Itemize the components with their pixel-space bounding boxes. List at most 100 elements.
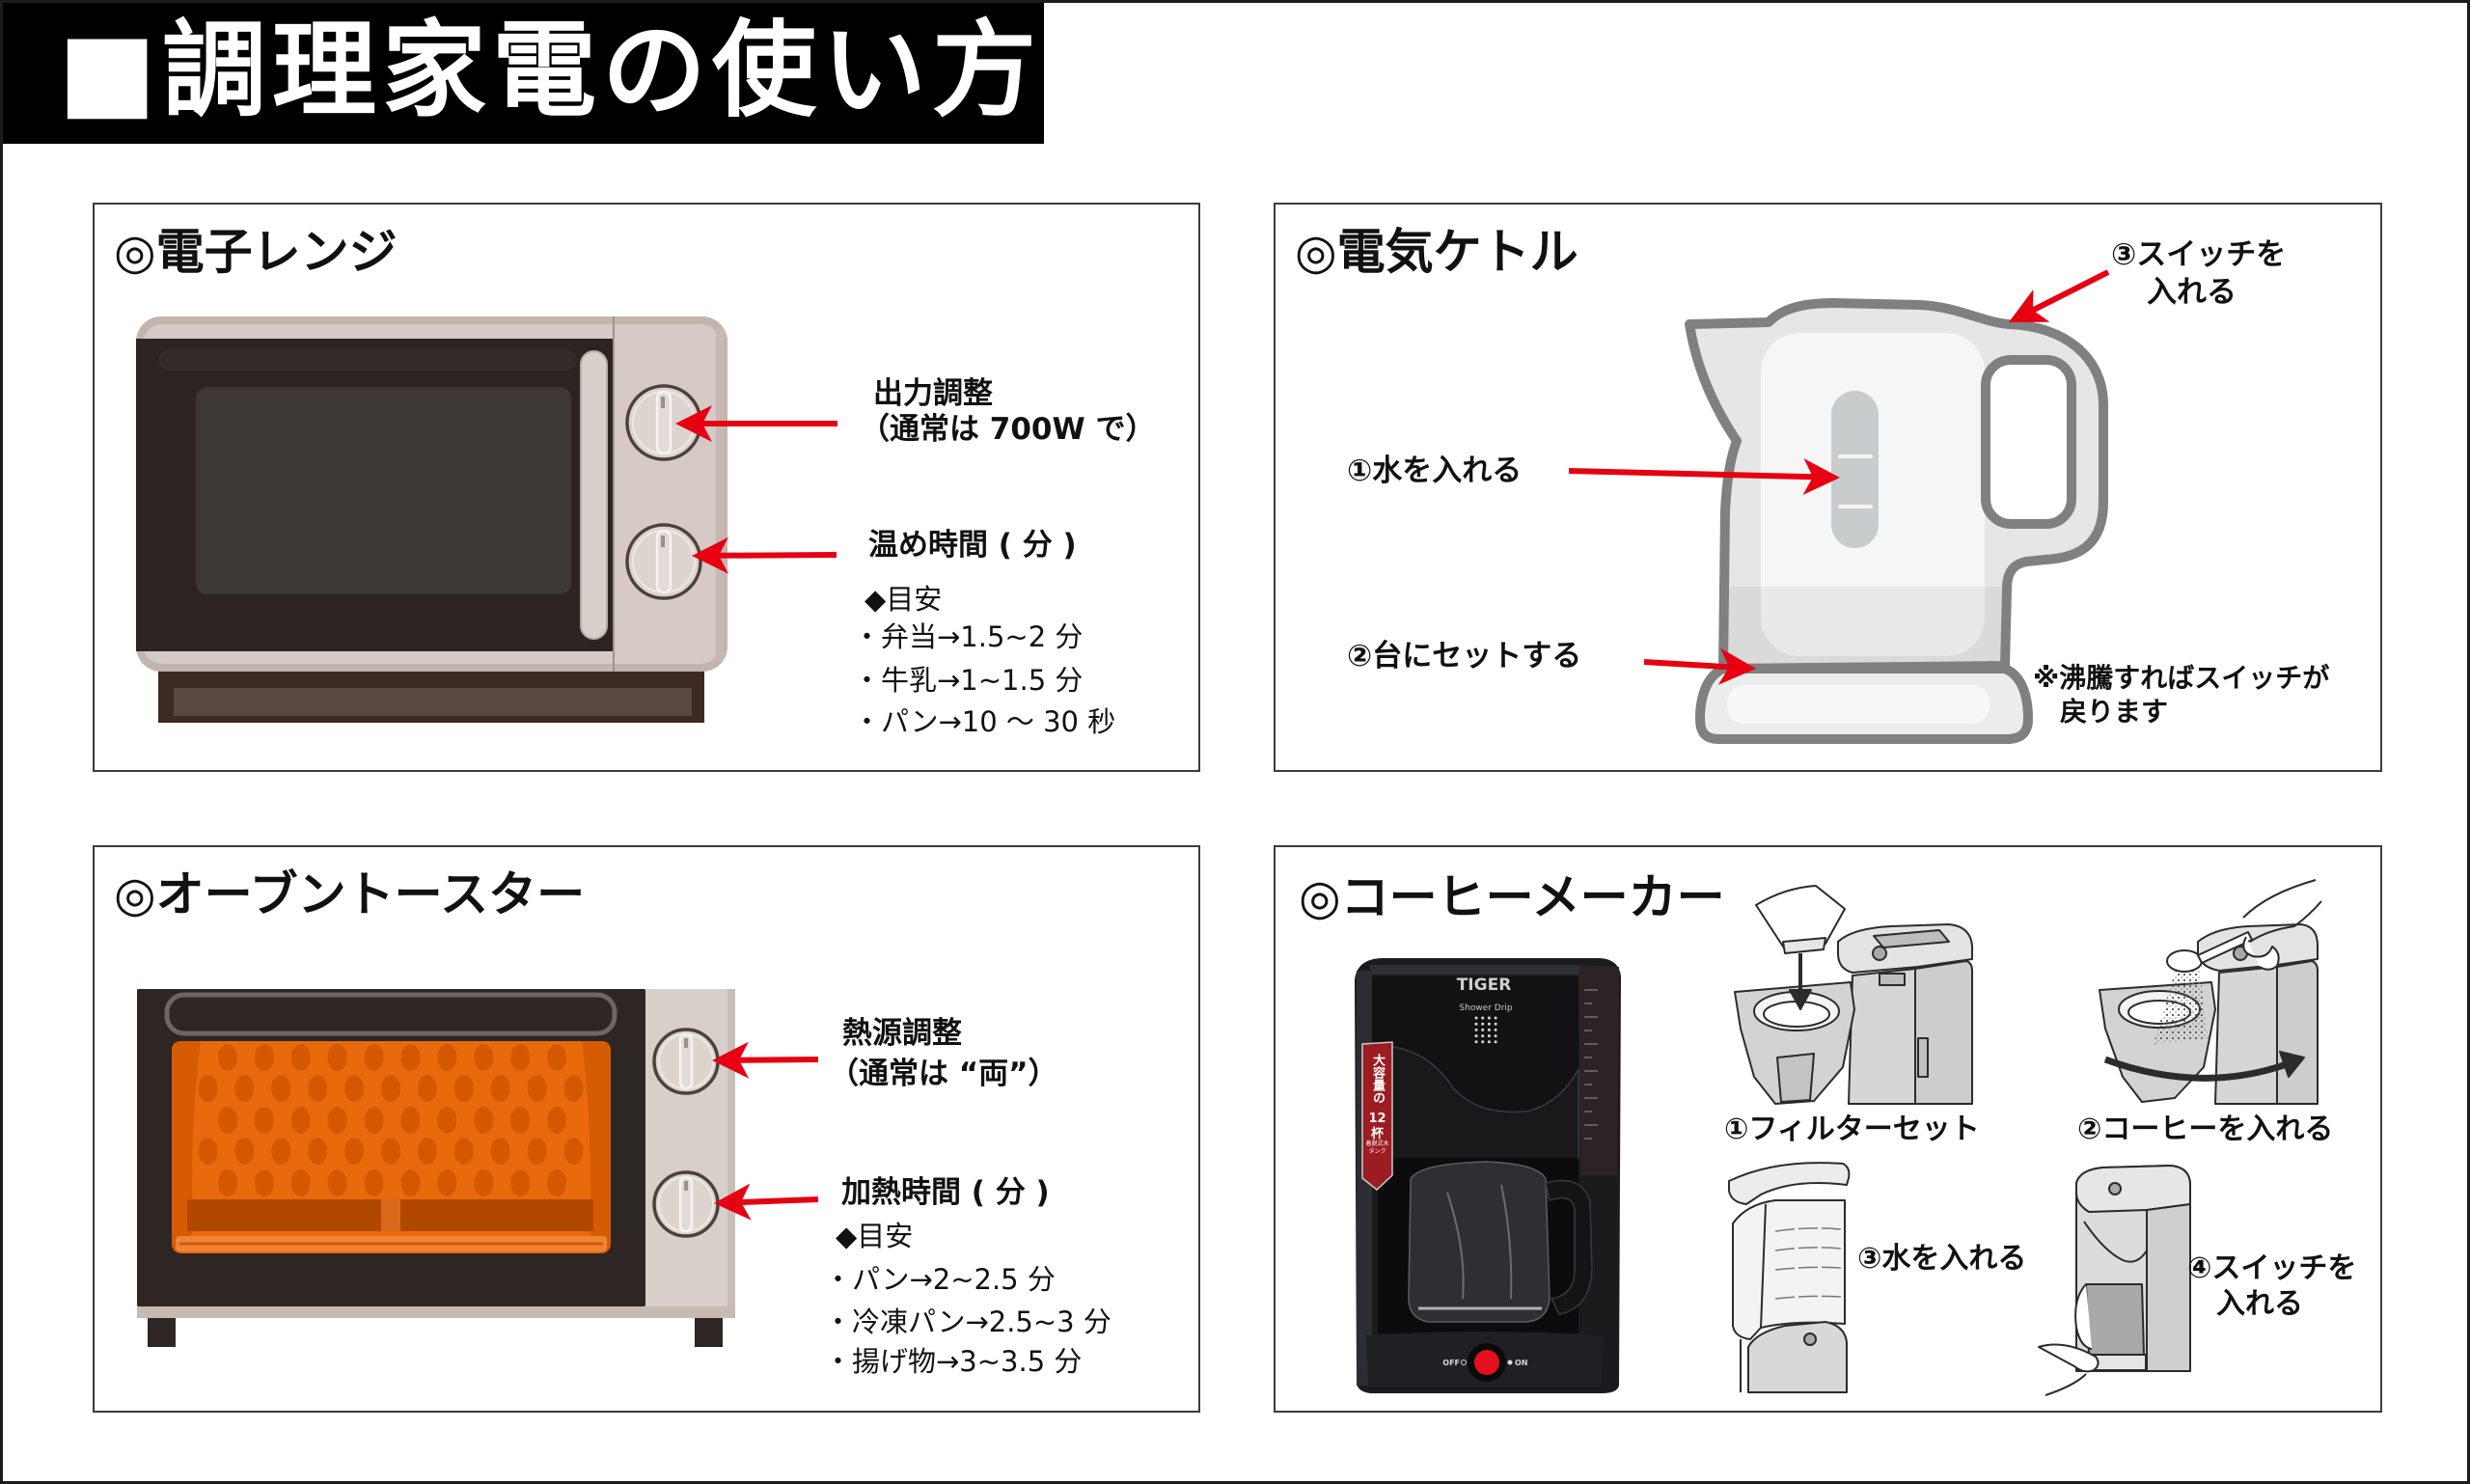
heating-dot [474, 1044, 494, 1071]
step3-water-illustration [1728, 1162, 1851, 1393]
heating-dot [490, 1075, 510, 1102]
toaster-timer-knob [652, 1170, 720, 1238]
kettle-step-2: ②台にセットする [1347, 639, 1582, 673]
heating-dot [327, 1044, 347, 1071]
heat-heading: 熱源調整 [842, 1016, 962, 1051]
kettle-note-line2: 戻ります [2060, 696, 2169, 728]
toaster-bottom-strip [137, 1306, 735, 1318]
timer-knob [625, 523, 702, 600]
heating-dot [417, 1075, 437, 1102]
microwave-door-handle [580, 350, 608, 640]
panel-microwave: ◎電子レンジ 出力調整 （通常は 700W で） 温め時間 ( 分 ) ◆目安 … [93, 203, 1200, 772]
shower-hole [1487, 1028, 1491, 1031]
heating-dot [400, 1169, 421, 1196]
tank-scale [1584, 989, 1598, 1140]
machine-top-cap [1370, 965, 1580, 975]
shower-hole [1487, 1022, 1491, 1026]
heating-dot [364, 1107, 384, 1134]
heating-dot [510, 1107, 531, 1134]
step1-filter-illustration [1734, 885, 1973, 1105]
heating-dot [527, 1138, 547, 1165]
heating-dot [563, 1075, 584, 1102]
arrow-shaft [738, 1057, 819, 1063]
coffee-step-2: ②コーヒーを入れる [2077, 1113, 2334, 1146]
guide-item: ・冷凍パン→2.5~3 分 [824, 1305, 1112, 1338]
heating-dot [437, 1169, 457, 1196]
heating-dot [381, 1138, 400, 1165]
shower-hole [1494, 1034, 1497, 1038]
coffee-art: TIGER Shower Drip OFF ON [1355, 879, 2322, 1396]
brand-logo: TIGER [1457, 976, 1512, 995]
shower-hole [1481, 1040, 1485, 1044]
switch-on-label: ON [1515, 1359, 1528, 1367]
heating-dot [381, 1075, 400, 1102]
heating-dot [254, 1169, 274, 1196]
panel-coffee-maker: TIGER Shower Drip OFF ON [1274, 845, 2382, 1413]
arrow-to-base [1643, 647, 1756, 685]
heating-dot [400, 1107, 421, 1134]
badge-line: 着脱式水タンク [1365, 1140, 1389, 1155]
arrow-head [692, 536, 729, 574]
switch-off-indicator [1461, 1360, 1467, 1365]
shower-hole [1481, 1034, 1485, 1038]
arrow-shaft [1568, 468, 1814, 481]
heating-dot [364, 1169, 384, 1196]
heating-dot [490, 1138, 510, 1165]
heating-dot [271, 1075, 291, 1102]
kettle-body-outline [1685, 298, 2108, 673]
step2-coffee-illustration [2099, 879, 2322, 1105]
model-name: Shower Drip [1459, 1003, 1513, 1013]
bread-slice-left [187, 1199, 381, 1231]
carafe [1408, 1161, 1551, 1323]
heat-note: （通常は “両”） [829, 1057, 1058, 1091]
arrow-head [1717, 647, 1756, 685]
heating-dot [198, 1075, 218, 1102]
heating-dot [437, 1044, 457, 1071]
panel-kettle: ◎電気ケトル ①水を入れる ②台にセットする ③スイッチを 入れる ※沸騰すれば… [1274, 203, 2382, 772]
arrow-to-power-knob [675, 405, 837, 442]
time-heading: 温め時間 ( 分 ) [868, 528, 1077, 563]
coffee-step-1: ①フィルターセット [1724, 1113, 1980, 1146]
switch-off-label: OFF [1442, 1359, 1460, 1367]
arrow-to-timer-knob [692, 536, 837, 574]
arrow-head [2009, 289, 2050, 322]
shower-hole [1474, 1022, 1478, 1026]
arrow-head [714, 1183, 752, 1221]
heating-dot [453, 1138, 474, 1165]
arrow-shaft [2031, 269, 2110, 314]
heating-dot [563, 1138, 584, 1165]
heating-dot [510, 1169, 531, 1196]
carafe-handle [1545, 1179, 1593, 1315]
heating-dot [547, 1169, 567, 1196]
toaster-illustration [137, 989, 735, 1347]
arrow-shaft [718, 552, 837, 559]
heating-dot [234, 1138, 255, 1165]
toaster-art [137, 989, 819, 1347]
arrow-shaft [740, 1196, 819, 1205]
page-title: ■調理家電の使い方 [58, 11, 1043, 131]
arrow-to-toaster-timer [714, 1183, 819, 1221]
kettle-art [1568, 269, 2110, 744]
heating-dot [218, 1107, 237, 1134]
kettle-base-highlight [1727, 685, 1990, 724]
heating-dot [474, 1169, 494, 1196]
power-heading: 出力調整 [873, 376, 993, 411]
heating-dot [547, 1044, 567, 1071]
arrow-head [1802, 458, 1840, 495]
panel-title: ◎電気ケトル [1295, 224, 1578, 280]
guide-item: ・揚げ物→3~3.5 分 [824, 1345, 1083, 1378]
time-heading: 加熱時間 ( 分 ) [841, 1175, 1050, 1210]
heating-dot [198, 1138, 218, 1165]
water-tank [1578, 965, 1619, 1175]
heating-dot [510, 1044, 531, 1071]
heating-dot [527, 1075, 547, 1102]
arrow-to-heat-knob [712, 1041, 819, 1079]
heating-dot [327, 1107, 347, 1134]
coffee-step-3: ③水を入れる [1857, 1242, 2027, 1276]
shower-hole [1474, 1034, 1478, 1038]
shower-hole [1481, 1022, 1485, 1026]
heating-dot [254, 1044, 274, 1071]
power-switch-button [1474, 1350, 1499, 1375]
bread-connector [381, 1199, 400, 1231]
shower-hole [1481, 1016, 1485, 1020]
